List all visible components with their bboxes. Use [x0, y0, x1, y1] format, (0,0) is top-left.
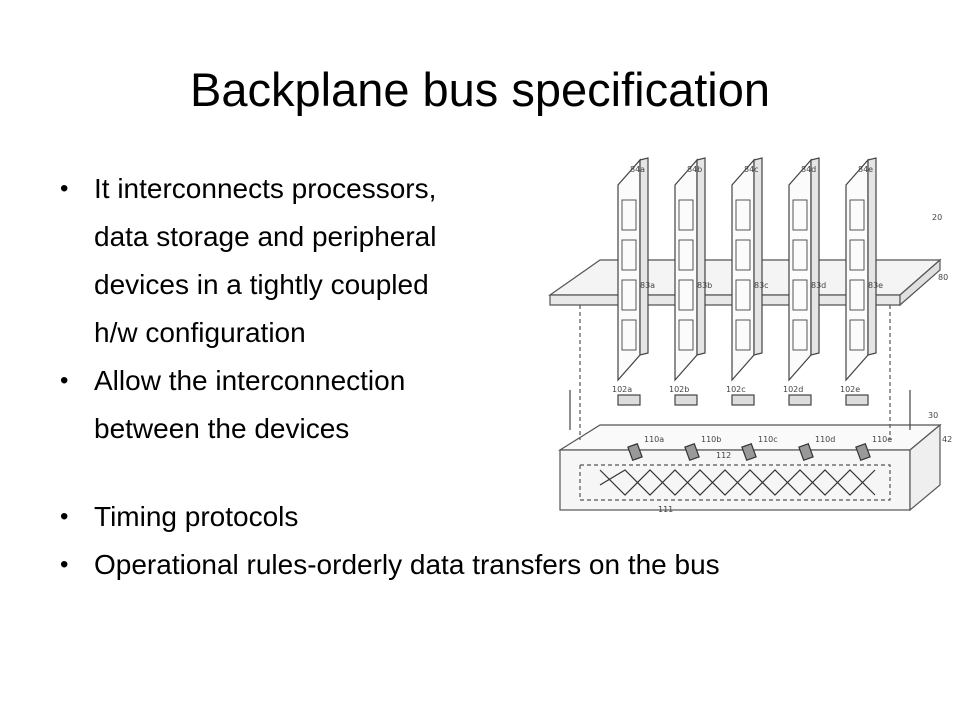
label-111: 111 [658, 505, 673, 514]
label-84d: 84d [801, 165, 816, 174]
label-110d: 110d [815, 435, 835, 444]
bus-base-side [909, 423, 941, 512]
bullet-text-line: h/w configuration [94, 317, 306, 348]
board-84d [788, 157, 820, 382]
label-102b: 102b [669, 385, 689, 394]
label-102e: 102e [840, 385, 860, 394]
bullet-interconnects: • It interconnects processors, data stor… [60, 165, 564, 357]
board-84e [845, 157, 877, 382]
label-83a: 83a [640, 281, 655, 290]
label-102d: 102d [783, 385, 803, 394]
bullet-text-line: Allow the interconnection [94, 365, 406, 396]
bullet-text-line: It interconnects processors, [94, 173, 437, 204]
board-84b [674, 157, 706, 382]
socket-row [617, 394, 869, 406]
bullet-text: Timing protocols [94, 501, 299, 532]
label-83b: 83b [697, 281, 712, 290]
label-110a: 110a [644, 435, 664, 444]
bullet-timing-protocols: • Timing protocols [60, 493, 920, 541]
board-84c [731, 157, 763, 382]
label-110e: 110e [872, 435, 892, 444]
bullet-operational-rules: • Operational rules-orderly data transfe… [60, 541, 920, 580]
label-102c: 102c [726, 385, 746, 394]
bullet-text-line: between the devices [94, 413, 350, 444]
bullet-marker: • [60, 503, 69, 530]
spacer [60, 453, 920, 493]
contact-row [627, 442, 871, 462]
label-80: 80 [938, 273, 948, 282]
bullet-list: • It interconnects processors, data stor… [60, 165, 920, 580]
label-112: 112 [716, 451, 731, 460]
bullet-marker: • [60, 551, 69, 578]
bullet-marker: • [60, 175, 69, 202]
label-83e: 83e [868, 281, 883, 290]
label-84a: 84a [630, 165, 645, 174]
bullet-text: Operational rules-orderly data transfers… [94, 549, 720, 580]
label-84b: 84b [687, 165, 702, 174]
slide-title: Backplane bus specification [189, 63, 771, 116]
label-84e: 84e [858, 165, 873, 174]
label-110c: 110c [758, 435, 778, 444]
label-102a: 102a [612, 385, 632, 394]
board-84a [617, 157, 649, 382]
label-84c: 84c [744, 165, 759, 174]
label-30: 30 [928, 411, 938, 420]
label-20: 20 [932, 213, 942, 222]
bullet-allow-interconnection: • Allow the interconnection between the … [60, 357, 564, 453]
backplane-diagram: 84a 84b 84c 84d 84e 83a 83b 83c 83d 83e … [548, 157, 952, 514]
diagram-labels: 84a 84b 84c 84d 84e 83a 83b 83c 83d 83e … [612, 165, 952, 514]
label-83c: 83c [754, 281, 769, 290]
bullet-marker: • [60, 367, 69, 394]
bullet-text-line: data storage and peripheral [94, 221, 437, 252]
label-42: 42 [942, 435, 952, 444]
label-83d: 83d [811, 281, 826, 290]
label-110b: 110b [701, 435, 721, 444]
bullet-text-line: devices in a tightly coupled [94, 269, 429, 300]
